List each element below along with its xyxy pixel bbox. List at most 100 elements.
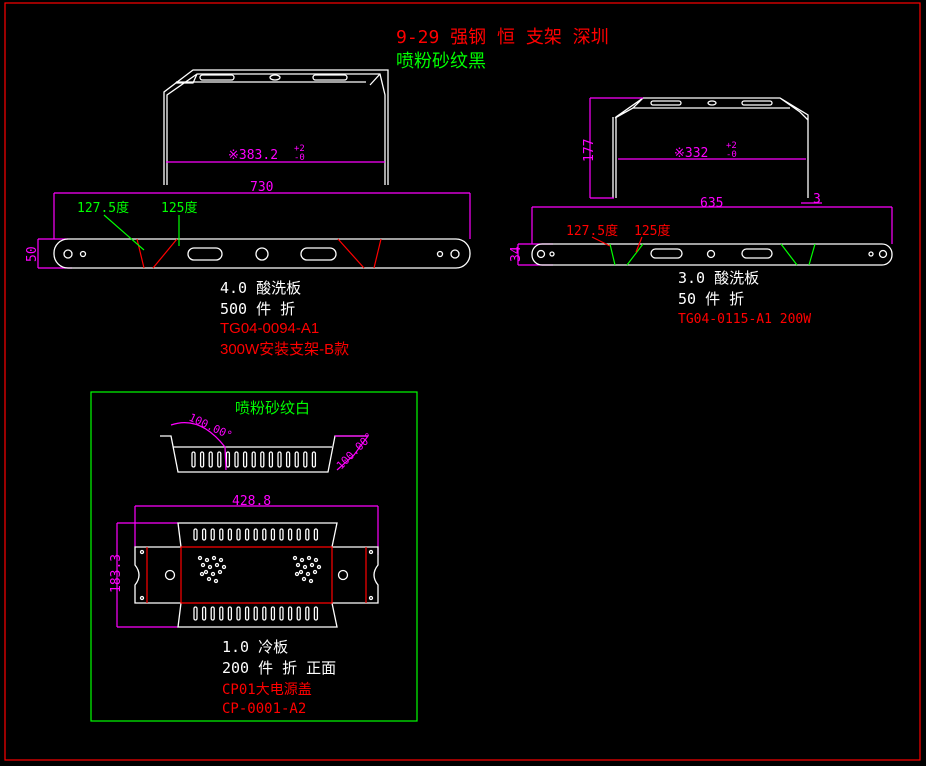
part2-code: TG04-0115-A1 200W [678, 312, 811, 327]
part2-angle1: 127.5度 [566, 223, 618, 239]
vent-slot [285, 451, 291, 468]
vent-slot [313, 528, 319, 541]
vent-hole [214, 562, 220, 568]
part1-name: 300W安装支架-B款 [220, 341, 349, 358]
part2-material: 3.0 酸洗板 [678, 269, 759, 287]
vent-slot [279, 528, 284, 541]
vent-slot [305, 528, 310, 541]
part3-frame [90, 391, 418, 722]
finish-label: 喷粉砂纹黑 [396, 51, 486, 72]
vent-slot [305, 606, 310, 621]
part3-angle-arcs [170, 422, 370, 471]
part2-height-dim: 34 [509, 246, 524, 262]
part2-bracket-view [612, 97, 809, 198]
part1-angle-leaders [103, 214, 180, 251]
vent-slot [210, 606, 215, 621]
vent-hole [306, 555, 312, 561]
vent-slot [219, 606, 224, 621]
vent-hole [309, 562, 315, 568]
part1-tol-plus: +2 [294, 144, 305, 154]
vent-slot [219, 528, 224, 541]
part2-3-dim: 3 [813, 192, 821, 207]
part1-flat-pattern [53, 238, 471, 269]
vent-slot [201, 606, 207, 621]
vent-hole [207, 564, 213, 570]
part3-height-dim-line [116, 522, 178, 628]
vent-hole [292, 555, 298, 561]
part3-code: CP-0001-A2 [222, 701, 306, 717]
vent-hole [305, 571, 311, 577]
part3-angle1: 100.00° [187, 411, 235, 442]
vent-slot [210, 528, 215, 541]
part3-finish: 喷粉砂纹白 [235, 399, 310, 417]
vent-hole [301, 576, 307, 582]
vent-slot [227, 606, 233, 621]
part1-height-dim-line [37, 238, 72, 269]
vent-slot [279, 606, 284, 621]
vent-hole [312, 569, 318, 575]
part2-angle-leaders [591, 236, 643, 253]
vent-slot [193, 606, 198, 621]
part1-length-dim: 730 [250, 180, 273, 195]
vent-slot [287, 606, 293, 621]
vent-slot [201, 528, 207, 541]
vent-slot [262, 606, 267, 621]
vent-slot [270, 528, 276, 541]
part2-tol-minus: -0 [726, 150, 737, 160]
vent-hole [213, 578, 219, 584]
part3-flat-pattern [134, 522, 379, 628]
part2-side-dim-line [589, 97, 643, 199]
vent-hole [294, 571, 300, 577]
vent-slot [294, 451, 299, 468]
vent-slot [303, 451, 308, 468]
drawing-title: 9-29 强钢 恒 支架 深圳 [396, 27, 609, 48]
vent-slot [227, 528, 233, 541]
vent-slot [217, 451, 222, 468]
part3-side-view [160, 435, 368, 473]
part3-length-dim: 428.8 [232, 494, 271, 509]
vent-hole [217, 569, 223, 575]
part2-length-dim-line [531, 206, 893, 244]
vent-hole [199, 571, 205, 577]
part3-quantity: 200 件 折 正面 [222, 659, 336, 677]
vent-slot [268, 451, 274, 468]
part1-tol-minus: -0 [294, 153, 305, 163]
vent-hole [206, 576, 212, 582]
vent-slot [253, 606, 258, 621]
vent-slot [225, 451, 231, 468]
vent-hole [204, 557, 210, 563]
part2-quantity: 50 件 折 [678, 290, 744, 308]
vent-slot [236, 606, 241, 621]
vent-hole [221, 564, 227, 570]
part1-angle1: 127.5度 [77, 200, 129, 216]
part1-code: TG04-0094-A1 [220, 320, 319, 337]
part1-quantity: 500 件 折 [220, 300, 295, 318]
vent-slot [236, 528, 241, 541]
vent-slot [287, 528, 293, 541]
part2-inner-dim: ※332 [674, 146, 708, 161]
part3-name: CP01大电源盖 [222, 682, 312, 698]
vent-hole [308, 578, 314, 584]
vent-slot [199, 451, 205, 468]
part2-side-dim: 177 [582, 139, 597, 162]
vent-hole [211, 555, 217, 561]
vent-hole [298, 569, 304, 575]
part1-bracket-view [163, 69, 389, 185]
vent-slot [191, 451, 196, 468]
vent-hole [316, 564, 322, 570]
vent-hole [302, 564, 308, 570]
part1-angle2: 125度 [161, 200, 197, 216]
part2-flat-pattern [531, 243, 893, 266]
part1-height-dim: 50 [25, 246, 40, 262]
vent-slot [296, 606, 301, 621]
vent-hole [299, 557, 305, 563]
vent-hole [197, 555, 203, 561]
vent-slot [208, 451, 213, 468]
vent-hole [313, 557, 319, 563]
vent-slot [244, 528, 250, 541]
part3-height-dim: 183.3 [109, 554, 124, 593]
part2-angle2: 125度 [634, 223, 670, 239]
vent-slot [242, 451, 248, 468]
vent-slot [277, 451, 282, 468]
